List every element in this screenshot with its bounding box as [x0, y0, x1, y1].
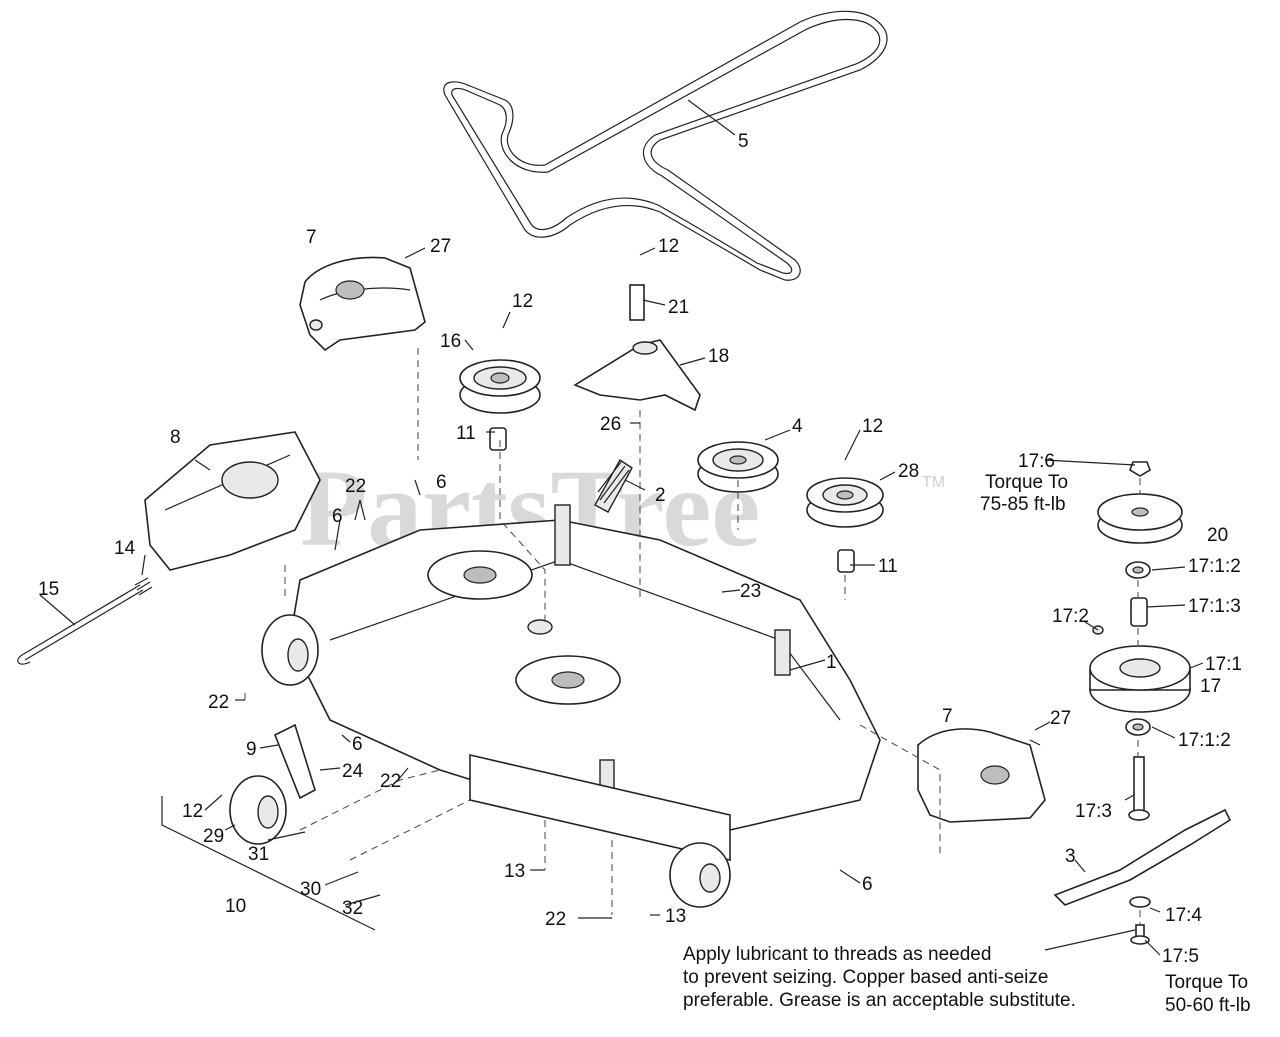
pulley-4	[697, 441, 779, 493]
callout-17-2: 17:2	[1052, 606, 1089, 627]
wheel-29	[229, 775, 287, 845]
callout-11: 11	[456, 423, 476, 444]
mower-deck	[289, 504, 881, 862]
callout-7: 7	[942, 706, 953, 727]
callout-8: 8	[170, 427, 181, 448]
belt	[443, 10, 888, 281]
assembly-bracket-10	[161, 796, 376, 931]
lube-note-line3: preferable. Grease is an acceptable subs…	[683, 990, 1076, 1011]
callout-15: 15	[38, 579, 59, 600]
callout-17-1-2: 17:1:2	[1178, 730, 1231, 751]
callout-21: 21	[668, 297, 689, 318]
callout-32: 32	[342, 898, 363, 919]
callout-17-1-2: 17:1:2	[1188, 556, 1241, 577]
torque-note-upper: Torque To 75-85 ft-lb	[980, 472, 1068, 515]
torque-lower-line1: Torque To	[1165, 972, 1248, 993]
callout-16: 16	[440, 331, 461, 352]
callout-17-3: 17:3	[1075, 801, 1112, 822]
callout-4: 4	[792, 416, 803, 437]
lubricant-note: Apply lubricant to threads as needed to …	[683, 944, 1076, 1011]
callout-29: 29	[203, 826, 224, 847]
blade	[1053, 808, 1232, 906]
callout-17-5: 17:5	[1162, 946, 1199, 967]
lube-note-line1: Apply lubricant to threads as needed	[683, 944, 991, 965]
torque-upper-line2: 75-85 ft-lb	[980, 494, 1066, 515]
bearing-lower	[1125, 718, 1151, 736]
callout-20: 20	[1207, 525, 1228, 546]
callout-18: 18	[708, 346, 729, 367]
callout-23: 23	[740, 581, 761, 602]
callout-17-4: 17:4	[1165, 905, 1202, 926]
belt-cover-right	[917, 728, 1046, 823]
pulley-16	[459, 359, 541, 451]
callout-27: 27	[430, 236, 451, 257]
callout-12: 12	[862, 416, 883, 437]
callout-1: 1	[826, 652, 837, 673]
torque-note-lower: Torque To 50-60 ft-lb	[1165, 972, 1251, 1016]
callout-17-1: 17:1	[1205, 654, 1242, 675]
callout-12: 12	[512, 291, 533, 312]
callout-22: 22	[208, 692, 229, 713]
callout-11: 11	[878, 556, 898, 577]
caster-wheel-right	[669, 842, 731, 908]
callout-28: 28	[898, 461, 919, 482]
assembly-lines	[244, 348, 1141, 925]
callout-3: 3	[1065, 846, 1076, 867]
callout-labels: 5 7 27 12 21 12 16 18 11 26 4 12 8 2 28 …	[38, 131, 1242, 967]
callout-13: 13	[504, 861, 525, 882]
callout-10: 10	[225, 896, 246, 917]
callout-30: 30	[300, 879, 321, 900]
belt-cover-left	[299, 256, 426, 352]
rod-15	[17, 584, 144, 665]
leader-lines	[39, 99, 1204, 956]
callout-31: 31	[248, 844, 269, 865]
lube-note-line2: to prevent seizing. Copper based anti-se…	[683, 967, 1048, 988]
spring-14	[134, 577, 153, 596]
callout-9: 9	[246, 739, 257, 760]
callout-17-6: 17:6	[1018, 451, 1055, 472]
spacer	[1130, 597, 1148, 627]
callout-24: 24	[342, 761, 364, 782]
watermark-tm: TM	[922, 474, 945, 491]
callout-6: 6	[332, 506, 343, 527]
callout-6: 6	[436, 472, 447, 493]
pulley-28	[806, 477, 884, 573]
callout-7: 7	[306, 227, 317, 248]
bearing-upper	[1125, 561, 1151, 579]
pulley-20	[1097, 461, 1183, 544]
callout-14: 14	[114, 538, 136, 559]
callout-17: 17	[1200, 676, 1221, 697]
shaft	[1128, 756, 1150, 821]
caster-wheel-left	[261, 614, 319, 686]
callout-12: 12	[182, 801, 203, 822]
callout-22: 22	[545, 909, 566, 930]
bracket-9	[273, 723, 316, 800]
callout-26: 26	[600, 414, 621, 435]
idler-arm	[573, 284, 701, 412]
callout-6: 6	[862, 874, 873, 895]
callout-22: 22	[380, 771, 401, 792]
callout-12: 12	[658, 236, 679, 257]
washer-bolt	[1129, 896, 1151, 945]
torque-lower-line2: 50-60 ft-lb	[1165, 995, 1251, 1016]
callout-5: 5	[738, 131, 749, 152]
spindle-housing	[1089, 625, 1191, 713]
callout-13: 13	[665, 906, 686, 927]
torque-upper-line1: Torque To	[985, 472, 1068, 493]
callout-22: 22	[345, 476, 366, 497]
callout-6: 6	[352, 734, 363, 755]
callout-2: 2	[655, 485, 666, 506]
callout-17-1-3: 17:1:3	[1188, 596, 1241, 617]
spring	[594, 458, 633, 513]
callout-27: 27	[1050, 708, 1071, 729]
deflector-8	[144, 431, 321, 571]
